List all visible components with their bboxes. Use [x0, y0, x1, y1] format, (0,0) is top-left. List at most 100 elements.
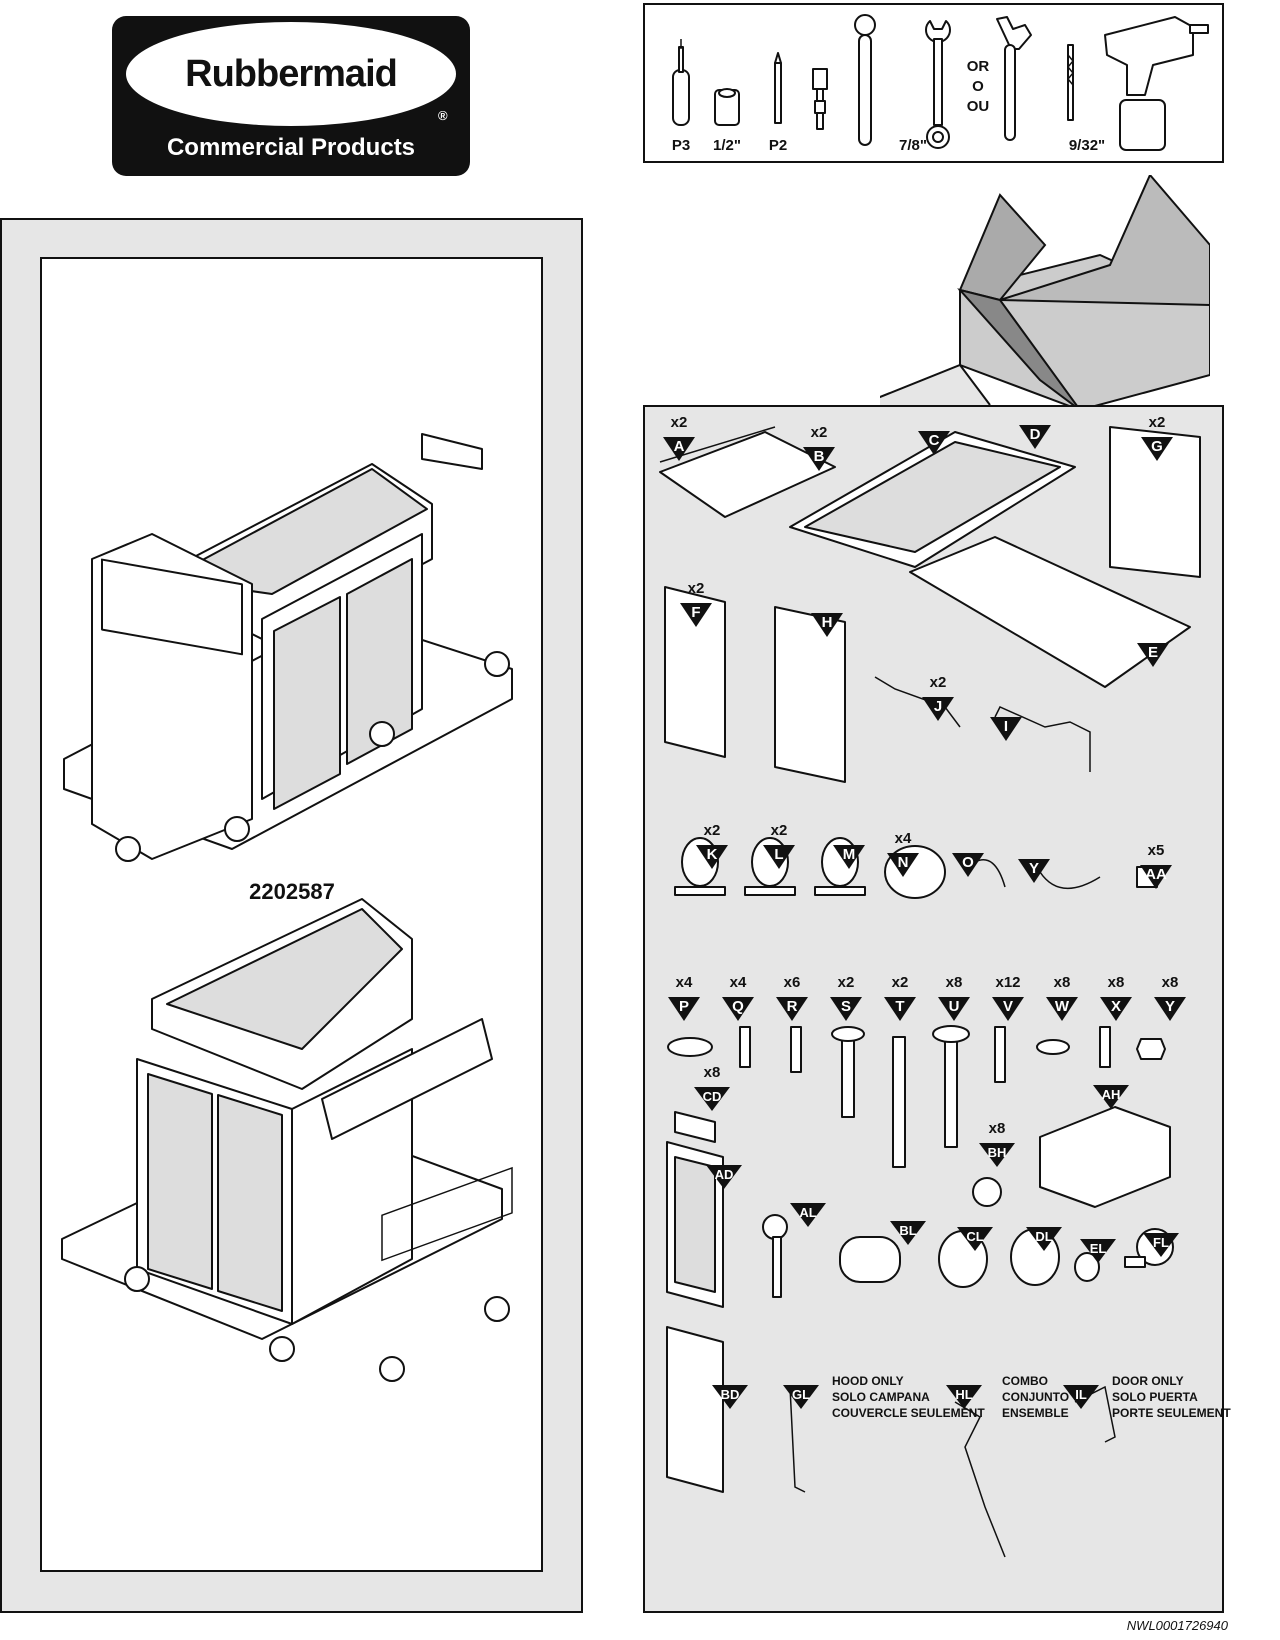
part-code: S: [841, 998, 851, 1015]
callout-ah: AH: [1093, 1085, 1129, 1109]
part-r-screw: [790, 1026, 802, 1073]
part-code: H: [822, 614, 833, 631]
callout-f: Fx2: [680, 580, 712, 627]
callout-c: C: [918, 431, 950, 455]
adapter-icon: [812, 68, 828, 130]
callout-gl: GL: [783, 1385, 819, 1409]
part-y-nut: [1136, 1038, 1166, 1060]
part-qty: x8: [946, 974, 963, 991]
callout-ad: AD: [706, 1165, 742, 1189]
tool-label: P2: [769, 137, 787, 154]
part-qty: x2: [838, 974, 855, 991]
part-qty: x4: [730, 974, 747, 991]
part-qty: x8: [1108, 974, 1125, 991]
tools-required-box: P3 1/2" P2 7/8" 9/32" OR O OU: [643, 3, 1224, 163]
callout-bd: BD: [712, 1385, 748, 1409]
part-code: AH: [1102, 1087, 1121, 1102]
part-code: FL: [1153, 1235, 1169, 1250]
part-qty: x8: [1162, 974, 1179, 991]
callout-el: EL: [1080, 1239, 1116, 1263]
part-qty: x2: [704, 822, 721, 839]
note-gl: HOOD ONLY SOLO CAMPANA COUVERCLE SEULEME…: [832, 1373, 985, 1421]
part-code: P: [679, 998, 689, 1015]
screwdriver-icon: [672, 39, 690, 126]
part-qty: x8: [704, 1064, 721, 1081]
callout-hl: HL: [946, 1385, 982, 1409]
part-code: AL: [799, 1205, 816, 1220]
part-code: X: [1111, 998, 1121, 1015]
part-code: BD: [721, 1387, 740, 1402]
product-illustration-area: 2202587: [40, 257, 543, 1572]
or-text: OR: [967, 58, 990, 75]
wrench-icon: [925, 20, 951, 149]
part-cd-screw: [674, 1111, 716, 1143]
socket-icon: [714, 88, 740, 126]
part-code: Y: [1029, 860, 1039, 877]
brand-subtitle: Commercial Products: [166, 134, 416, 161]
part-code: R: [787, 998, 798, 1015]
callout-i: I: [990, 717, 1022, 741]
part-j-rod: [874, 676, 961, 728]
callout-u: Ux8: [938, 974, 970, 1021]
part-c-d-base: [789, 431, 1076, 568]
part-p-washer: [667, 1037, 713, 1057]
part-code: B: [814, 448, 825, 465]
part-qty: x6: [784, 974, 801, 991]
part-code: T: [895, 998, 904, 1015]
cart-illustration-top: [63, 433, 513, 862]
note-line: PORTE SEULEMENT: [1112, 1406, 1231, 1420]
note-line: ENSEMBLE: [1002, 1406, 1069, 1420]
parts-list-illustrations: [659, 426, 1201, 1558]
part-qty: x2: [671, 414, 688, 431]
brand-logo-oval: Rubbermaid: [126, 22, 456, 126]
adjustable-wrench-icon: [996, 16, 1032, 141]
note-line: DOOR ONLY: [1112, 1374, 1184, 1388]
callout-il: IL: [1063, 1385, 1099, 1409]
part-i-bracket: [994, 706, 1091, 772]
bit-icon: [774, 52, 782, 124]
part-code: AA: [1145, 866, 1167, 883]
document-number: NWL0001726940: [1126, 1618, 1228, 1633]
part-qty: x2: [1149, 414, 1166, 431]
callout-p: Px4: [668, 974, 700, 1021]
callout-b: Bx2: [803, 424, 835, 471]
part-qty: x2: [930, 674, 947, 691]
part-code: EL: [1090, 1241, 1107, 1256]
part-code: F: [691, 604, 700, 621]
part-code: K: [707, 846, 718, 863]
part-gl-key: [789, 1386, 806, 1493]
note-line: SOLO CAMPANA: [832, 1390, 930, 1404]
callout-x: Xx8: [1100, 974, 1132, 1021]
parts-list-panel: [643, 405, 1224, 1613]
power-drill-icon: [1104, 16, 1209, 151]
brand-name: Rubbermaid: [185, 52, 398, 95]
callout-o: O: [952, 853, 984, 877]
callout-aa: AA x5: [1140, 842, 1172, 889]
or-text: OU: [967, 98, 990, 115]
part-code: M: [843, 846, 856, 863]
tool-label: 7/8": [899, 137, 927, 154]
part-qty: x5: [1148, 842, 1165, 859]
part-qty: x2: [688, 580, 705, 597]
callout-y-strap: Y: [1018, 859, 1050, 883]
part-x-bolt: [1099, 1026, 1111, 1068]
callout-h: H: [811, 613, 843, 637]
callout-l: Lx2: [763, 822, 795, 869]
part-code: I: [1004, 718, 1008, 735]
part-t-bolt: [892, 1036, 906, 1168]
part-hl-key: [954, 1401, 1006, 1558]
drill-bit-icon: [1067, 44, 1074, 121]
callout-s: Sx2: [830, 974, 862, 1021]
note-line: COUVERCLE SEULEMENT: [832, 1406, 985, 1420]
ratchet-icon: [854, 14, 876, 146]
callout-cl: CL: [957, 1227, 993, 1251]
callout-k: Kx2: [696, 822, 728, 869]
part-qty: x12: [995, 974, 1020, 991]
part-code: DL: [1035, 1229, 1052, 1244]
part-code: D: [1030, 426, 1041, 443]
part-v-screw: [994, 1026, 1006, 1083]
callout-t: Tx2: [884, 974, 916, 1021]
